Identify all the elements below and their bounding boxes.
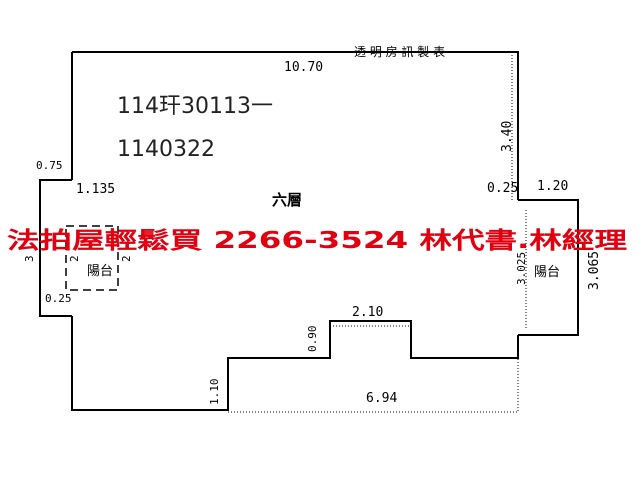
dim-bottom-left-height: 1.10 [208, 379, 221, 406]
dim-left-balcony-inner1: 2 [68, 255, 81, 262]
dim-right-upper: 3.40 [500, 121, 515, 152]
left-balcony-label: 陽台 [87, 264, 113, 279]
ad-banner: 法拍屋輕鬆買 2266-3524 林代書.林經理 [7, 227, 627, 254]
right-balcony-outline [518, 199, 579, 336]
left-balcony-outline [39, 179, 72, 317]
left-balcony-inner [65, 225, 119, 291]
dim-right-balcony-width: 1.20 [537, 179, 568, 194]
dim-right-offset: 0.25 [487, 181, 518, 196]
dotted-boundary-bottom [228, 358, 519, 413]
dim-left-balcony-top: 0.75 [36, 159, 63, 172]
dim-notch-depth: 0.90 [306, 326, 319, 353]
dim-top-width: 10.70 [284, 60, 323, 75]
dim-left-inner: 1.135 [76, 182, 115, 197]
floor-label: 六層 [272, 191, 302, 209]
case-number: 114玕30113一 [117, 94, 273, 119]
dim-right-balcony-inner: 3.025 [515, 252, 528, 285]
outer-wall [71, 51, 519, 411]
dim-notch-width: 2.10 [352, 305, 383, 320]
case-date: 1140322 [117, 137, 215, 162]
right-balcony-label: 陽台 [534, 265, 560, 280]
dim-left-balcony-bottom: 0.25 [45, 292, 72, 305]
dim-left-balcony-side: 3 [23, 255, 36, 262]
dim-left-balcony-inner2: 2 [120, 255, 133, 262]
dim-bottom-width: 6.94 [366, 391, 397, 406]
dim-right-balcony-outer: 3.065 [587, 251, 602, 290]
